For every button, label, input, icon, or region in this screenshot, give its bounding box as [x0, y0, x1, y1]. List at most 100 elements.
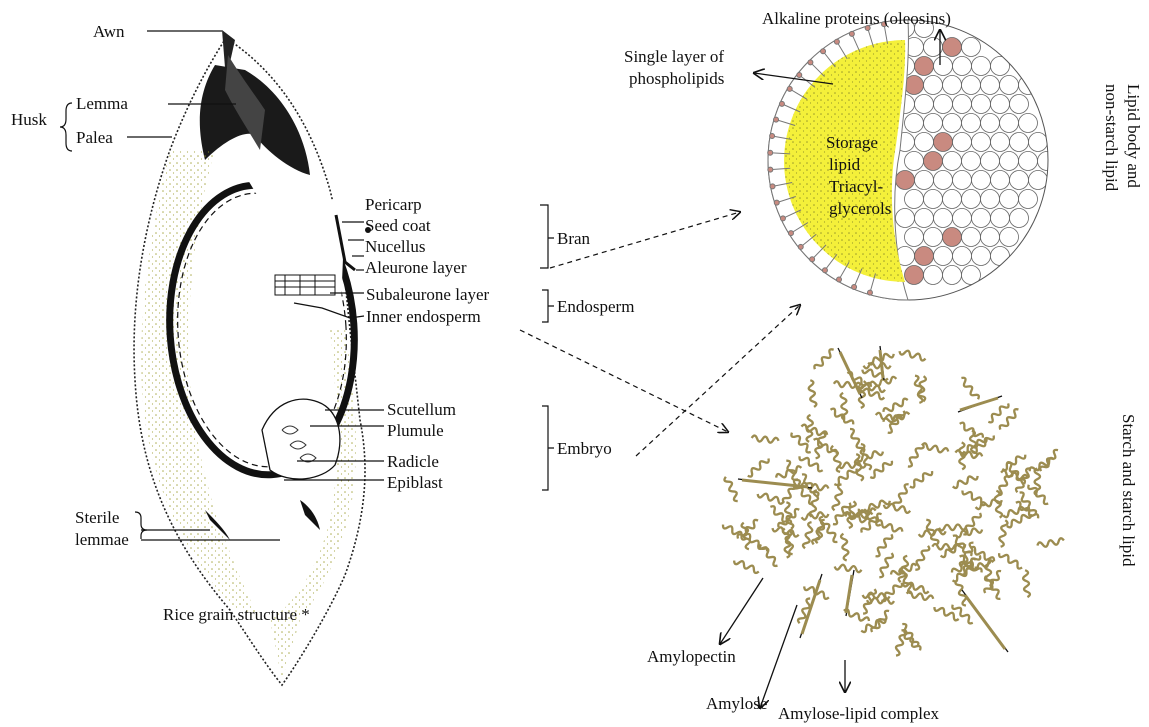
starch-helix: [746, 456, 770, 477]
rice-grain-drawing: [134, 30, 371, 685]
oleosin-sphere: [924, 228, 943, 247]
label-amylose: Amylose: [706, 694, 767, 713]
oleosin-sphere: [981, 228, 1000, 247]
label-storage-2: lipid: [829, 155, 861, 174]
oleosin-sphere: [1000, 76, 1019, 95]
starch-helix: [808, 380, 817, 407]
label-phospholipids-1: Single layer of: [624, 47, 724, 66]
starch-helix: [759, 543, 780, 568]
starch-helix: [955, 579, 969, 606]
phospholipid-head: [780, 216, 785, 221]
oleosin-sphere: [905, 152, 924, 171]
oleosin-sphere: [972, 57, 991, 76]
oleosin-sphere: [991, 171, 1010, 190]
oleosin-sphere: [943, 152, 962, 171]
starch-helix: [790, 431, 813, 454]
oleosin-sphere: [962, 228, 981, 247]
oleosin-sphere: [905, 114, 924, 133]
oleosin-sphere: [991, 247, 1010, 266]
starch-helix: [985, 559, 993, 586]
phospholipid-head: [867, 290, 872, 295]
oleosin-sphere: [991, 95, 1010, 114]
oleosin-sphere: [915, 247, 934, 266]
oleosin-sphere: [962, 38, 981, 57]
phospholipid-head: [768, 167, 773, 172]
phospholipid-head: [821, 49, 826, 54]
phospholipid-head: [808, 60, 813, 65]
oleosin-sphere: [972, 209, 991, 228]
label-storage-3: Triacyl-: [829, 177, 883, 196]
starch-helix: [890, 563, 917, 577]
oleosin-sphere: [962, 114, 981, 133]
starch-helix: [961, 488, 987, 506]
label-oleosins: Alkaline proteins (oleosins): [762, 9, 951, 28]
label-radicle: Radicle: [387, 452, 439, 471]
oleosin-sphere: [915, 133, 934, 152]
oleosin-sphere: [924, 266, 943, 285]
lipid-body: [768, 15, 1115, 315]
oleosin-sphere: [943, 76, 962, 95]
phospholipid-head: [852, 285, 857, 290]
oleosin-sphere: [934, 171, 953, 190]
oleosin-sphere: [962, 76, 981, 95]
label-storage-1: Storage: [826, 133, 878, 152]
label-nucellus: Nucellus: [365, 237, 425, 256]
oleosin-sphere: [953, 57, 972, 76]
starch-helix: [757, 491, 784, 504]
starch-helix: [840, 393, 847, 420]
oleosin-sphere: [924, 76, 943, 95]
figure-caption: Rice grain structure *: [163, 605, 310, 624]
oleosin-sphere: [896, 171, 915, 190]
oleosin-sphere: [1019, 114, 1038, 133]
oleosin-sphere: [1029, 133, 1048, 152]
oleosin-sphere: [1010, 95, 1029, 114]
label-amylose-lipid-complex: Amylose-lipid complex: [778, 704, 940, 723]
starch-helix: [802, 521, 814, 549]
oleosin-sphere: [981, 152, 1000, 171]
starch-helix: [772, 525, 800, 537]
oleosin-sphere: [934, 247, 953, 266]
starch-helix: [913, 545, 930, 571]
oleosin-sphere: [1000, 228, 1019, 247]
starch-helix: [801, 424, 828, 437]
starch-helix: [893, 629, 907, 656]
oleosin-sphere: [943, 38, 962, 57]
phospholipid-head: [774, 200, 779, 205]
starch-helix: [1001, 452, 1027, 471]
oleosin-sphere: [953, 171, 972, 190]
oleosin-sphere: [1000, 152, 1019, 171]
oleosin-sphere: [934, 95, 953, 114]
label-lemma: Lemma: [76, 94, 128, 113]
oleosin-sphere: [962, 152, 981, 171]
oleosin-sphere: [991, 57, 1010, 76]
starch-leader-lines: [720, 578, 845, 708]
oleosin-sphere: [924, 152, 943, 171]
starch-helix: [798, 454, 824, 473]
label-endosperm: Endosperm: [557, 297, 634, 316]
oleosin-sphere: [972, 95, 991, 114]
oleosin-sphere: [1010, 133, 1029, 152]
starch-helix: [908, 469, 933, 489]
oleosin-sphere: [924, 114, 943, 133]
starch-helix: [924, 519, 940, 546]
label-husk: Husk: [11, 110, 47, 129]
oleosin-sphere: [953, 95, 972, 114]
amylopectin-helices: [722, 348, 1065, 657]
dashed-arrows: [520, 212, 800, 456]
phospholipid-head: [822, 268, 827, 273]
oleosin-sphere: [1000, 114, 1019, 133]
label-storage-4: glycerols: [829, 199, 891, 218]
oleosin-sphere: [915, 57, 934, 76]
starch-helix: [813, 348, 836, 371]
phospholipid-head: [798, 244, 803, 249]
label-palea: Palea: [76, 128, 113, 147]
starch-helix: [876, 519, 903, 534]
oleosin-sphere: [934, 57, 953, 76]
side-label-starch: Starch and starch lipid: [1119, 414, 1138, 567]
starch-helix: [863, 498, 890, 511]
starch-helix: [998, 551, 1024, 570]
oleosin-sphere: [962, 190, 981, 209]
label-lemmae: lemmae: [75, 530, 129, 549]
starch-helix: [906, 591, 934, 601]
phospholipid-head: [770, 184, 775, 189]
